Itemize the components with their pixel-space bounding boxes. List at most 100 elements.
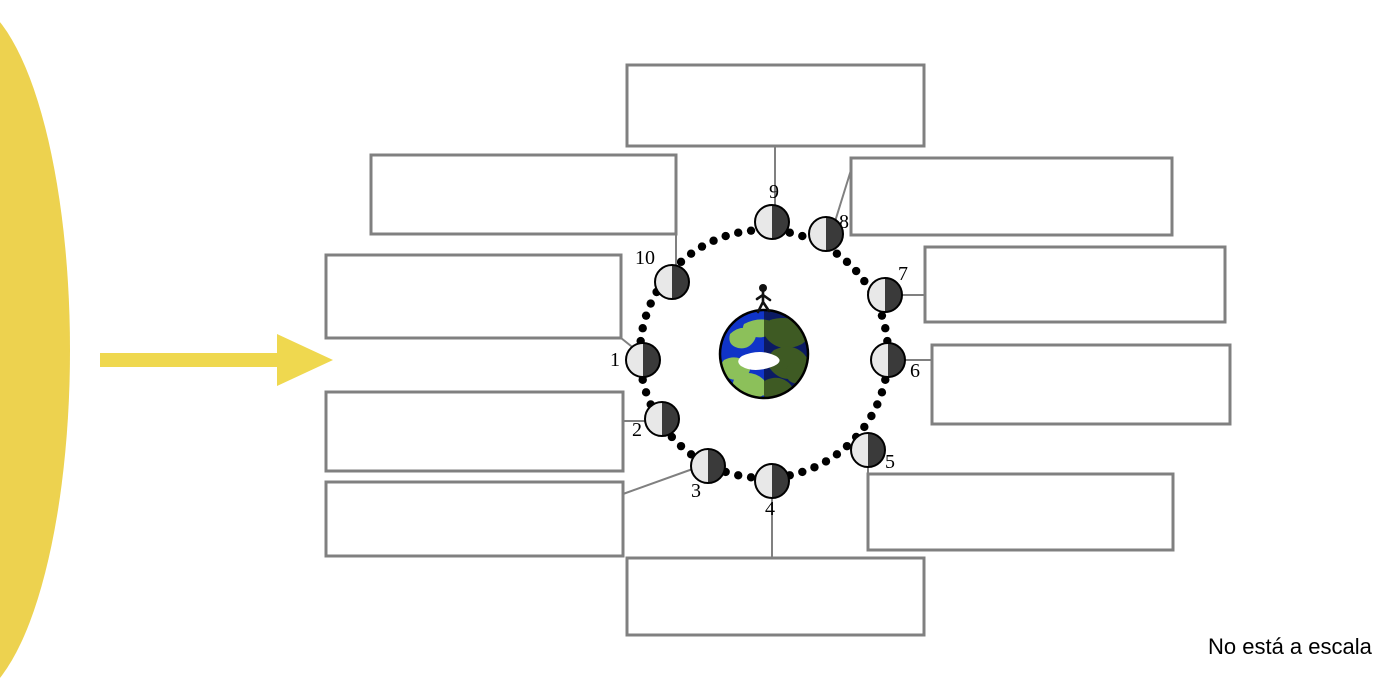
moon-half-left: [755, 464, 772, 498]
moon-10-number-label: 10: [635, 247, 655, 269]
moon-outline: [754, 463, 790, 499]
orbit-dot: [646, 299, 655, 308]
moon-half-right: [662, 402, 679, 436]
moon-2: 2: [632, 401, 680, 441]
moon-1: 1: [610, 342, 661, 378]
moon-8-number-label: 8: [839, 211, 849, 233]
orbit-dot: [798, 467, 807, 477]
answer-box-6-frame[interactable]: [930, 343, 1232, 426]
moon-half-left: [645, 402, 662, 436]
answer-box-3-frame[interactable]: [324, 480, 625, 558]
answer-box-7[interactable]: [923, 245, 1227, 324]
orbit-dot: [832, 450, 842, 459]
moon-outline: [867, 277, 903, 313]
moon-7: 7: [867, 263, 908, 313]
answer-box-1[interactable]: [324, 253, 623, 340]
orbit-dot: [881, 324, 890, 333]
connector-8: [832, 169, 852, 229]
arrow-head: [277, 334, 333, 386]
moon-4-number-label: 4: [765, 498, 775, 520]
moon-6-number-label: 6: [910, 360, 920, 382]
moon-half-right: [708, 449, 725, 483]
answer-box-10-frame[interactable]: [369, 153, 678, 236]
orbit-dot: [860, 422, 869, 432]
orbit-dot: [842, 441, 852, 451]
moon-8: 8: [808, 211, 849, 252]
orbit-dot: [676, 441, 686, 451]
sun-icon: [0, 22, 70, 678]
moon-10: 10: [635, 247, 690, 300]
answer-box-3[interactable]: [324, 480, 625, 558]
answer-box-5-frame[interactable]: [866, 472, 1175, 552]
moon-6: 6: [870, 342, 920, 382]
moon-5-number-label: 5: [885, 451, 895, 473]
orbit-dot: [877, 311, 887, 320]
answer-box-8[interactable]: [849, 156, 1174, 237]
moon-half-left: [868, 278, 885, 312]
answer-box-7-frame[interactable]: [923, 245, 1227, 324]
orbit-dot: [641, 311, 651, 320]
moon-3-number-label: 3: [691, 480, 701, 502]
orbit-dot: [676, 257, 686, 267]
answer-box-4-frame[interactable]: [625, 556, 926, 637]
answer-boxes[interactable]: [324, 63, 1232, 637]
moon-half-left: [809, 217, 826, 251]
moon-phase-markers: 1 2 3 4 5 6 7 8 9 10: [610, 181, 920, 520]
moon-half-left: [755, 205, 772, 239]
answer-box-6[interactable]: [930, 343, 1232, 426]
orbit-dot: [734, 228, 743, 237]
moon-half-right: [885, 278, 902, 312]
answer-box-4[interactable]: [625, 556, 926, 637]
moon-half-right: [643, 343, 660, 377]
moon-outline: [654, 264, 690, 300]
moon-outline: [754, 204, 790, 240]
answer-box-2[interactable]: [324, 390, 625, 473]
orbit-dot: [877, 388, 887, 397]
orbit-dot: [867, 411, 876, 421]
moon-half-right: [772, 464, 789, 498]
orbit-dot: [832, 249, 842, 258]
orbit-dot: [638, 324, 647, 333]
moon-half-right: [772, 205, 789, 239]
earth-outline: [718, 308, 810, 400]
orbit-dot: [686, 249, 696, 258]
moon-9: 9: [754, 181, 790, 240]
orbit-dot: [842, 257, 852, 267]
answer-box-9[interactable]: [625, 63, 926, 148]
orbit-dot: [798, 231, 807, 241]
orbit-dot: [821, 457, 831, 466]
moon-9-number-label: 9: [769, 181, 779, 203]
moon-outline: [870, 342, 906, 378]
orbit-dot: [734, 471, 743, 480]
orbit-dot: [810, 463, 819, 472]
sunlight-arrow: [100, 334, 333, 386]
earth-group: [718, 284, 810, 400]
arrow-shaft: [100, 353, 277, 367]
orbit-dot: [851, 266, 861, 276]
orbit-dot: [746, 473, 756, 482]
answer-box-2-frame[interactable]: [324, 390, 625, 473]
moon-outline: [690, 448, 726, 484]
answer-box-8-frame[interactable]: [849, 156, 1174, 237]
moon-outline: [808, 216, 844, 252]
answer-box-9-frame[interactable]: [625, 63, 926, 148]
earth-ice-patch: [738, 352, 780, 370]
orbit-dot: [697, 242, 707, 251]
moon-outline: [644, 401, 680, 437]
moon-outline: [625, 342, 661, 378]
orbit-dot: [721, 231, 730, 241]
moon-half-left: [691, 449, 708, 483]
moon-half-left: [871, 343, 888, 377]
orbit-dot: [709, 236, 718, 245]
moon-half-right: [868, 433, 885, 467]
orbit-dot: [873, 400, 882, 409]
answer-box-5[interactable]: [866, 472, 1175, 552]
moon-7-number-label: 7: [898, 263, 908, 285]
moon-1-number-label: 1: [610, 349, 620, 371]
moon-half-right: [672, 265, 689, 299]
answer-box-1-frame[interactable]: [324, 253, 623, 340]
answer-box-10[interactable]: [369, 153, 678, 236]
earth-land-lit: [720, 319, 764, 398]
moon-3: 3: [690, 448, 726, 502]
